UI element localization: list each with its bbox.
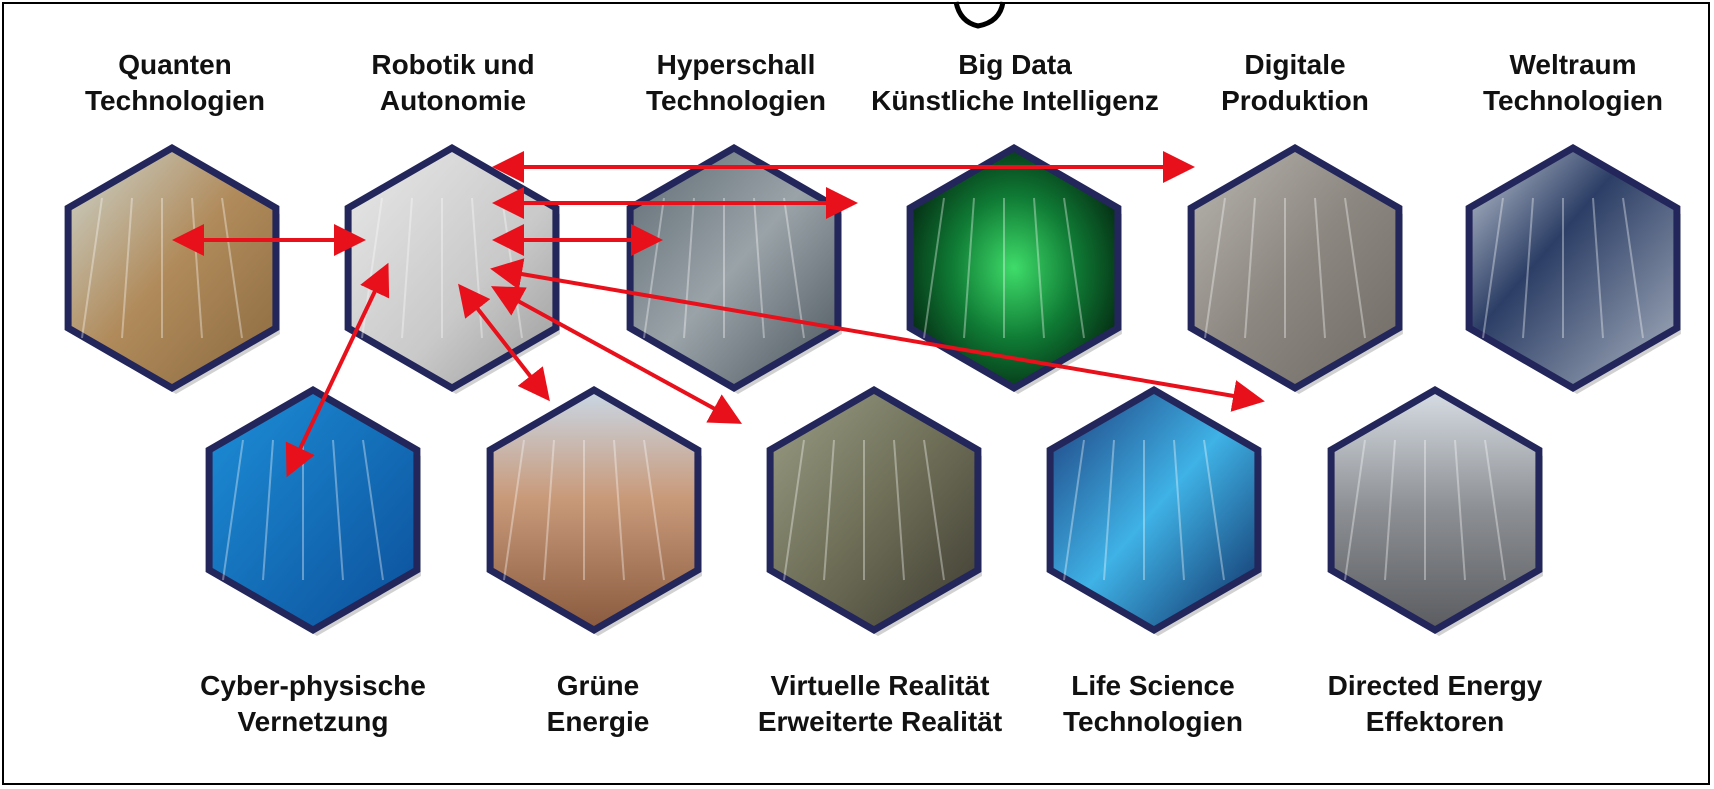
hexagon-hypersonic	[626, 143, 842, 394]
vr-headset-soldier-icon	[766, 385, 982, 635]
space-image-detail	[1482, 197, 1644, 339]
dna-face-icon	[1046, 385, 1262, 635]
quantum-computer-icon	[64, 143, 280, 393]
hexagon-cyber	[205, 385, 421, 636]
hexagon-green	[486, 385, 702, 636]
green-image-detail	[503, 439, 665, 581]
solar-aircraft-icon	[486, 385, 702, 635]
lifescience-image-detail	[1063, 439, 1225, 581]
hexagon-lifescience	[1046, 385, 1262, 636]
directed-image-detail	[1344, 439, 1506, 581]
hexagon-digitalprod	[1187, 143, 1403, 394]
hexagon-space	[1465, 143, 1681, 394]
arrow-robotics-vr	[490, 286, 743, 424]
laser-weapon-icon	[1327, 385, 1543, 635]
hexagon-quantum	[64, 143, 280, 394]
arrow-robotics-cyber	[285, 262, 390, 478]
vr-image-detail	[783, 439, 945, 581]
arrow-robotics-directed	[490, 258, 1265, 412]
hexagon-directed	[1327, 385, 1543, 636]
satellite-icon	[1465, 143, 1681, 393]
hexagon-robotics	[344, 143, 560, 394]
quantum-image-detail	[81, 197, 243, 339]
hexagon-vr	[766, 385, 982, 636]
